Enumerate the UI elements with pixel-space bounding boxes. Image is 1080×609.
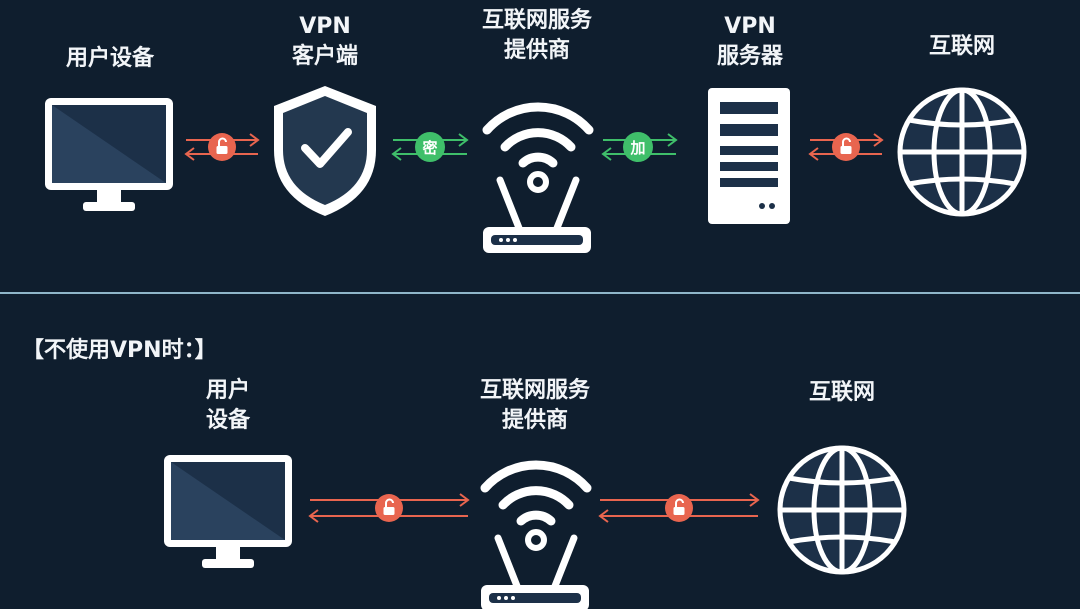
wifi-router-icon: [483, 107, 591, 253]
label-isp-bottom: 互联网服务 提供商: [480, 376, 590, 436]
unencrypted-link: [308, 493, 470, 523]
label-line: 服务器: [716, 44, 784, 69]
label-line: 提供商: [503, 38, 571, 63]
globe-icon: [780, 448, 904, 572]
label-vpn-server: VPN 服务器: [717, 12, 783, 72]
label-line: 设备: [205, 408, 251, 433]
label-user-device: 用户设备: [66, 44, 154, 74]
wifi-router-icon: [481, 465, 589, 609]
unlocked-padlock-icon: [207, 132, 237, 162]
encrypted-link: 加: [601, 132, 678, 162]
label-internet-bottom: 互联网: [809, 378, 875, 408]
unlocked-padlock-icon: [664, 493, 694, 523]
unlocked-padlock-icon: [831, 132, 861, 162]
label-line: 用户设备: [65, 46, 155, 71]
encrypt-badge-text: 密: [422, 139, 437, 157]
unencrypted-link: [184, 132, 260, 162]
label-line: VPN: [724, 14, 776, 39]
shield-check-icon: [274, 86, 376, 216]
label-user-device-bottom: 用户 设备: [206, 376, 250, 436]
label-line: 客户端: [291, 44, 359, 69]
encrypted-link: 密: [391, 132, 469, 162]
encrypt-badge: [623, 132, 653, 162]
globe-icon: [900, 90, 1024, 214]
label-vpn-client: VPN 客户端: [292, 12, 358, 72]
label-line: 互联网服务: [479, 378, 591, 403]
encrypt-badge-text: 加: [629, 139, 645, 157]
monitor-icon: [164, 455, 292, 568]
label-internet: 互联网: [929, 32, 995, 62]
label-isp: 互联网服务 提供商: [482, 6, 592, 66]
monitor-icon: [45, 98, 173, 211]
section-divider: [0, 292, 1080, 294]
unlocked-padlock-icon: [374, 493, 404, 523]
unencrypted-link: [808, 132, 884, 162]
label-line: 用户: [205, 378, 251, 403]
label-line: VPN: [299, 14, 351, 39]
unencrypted-link: [598, 493, 760, 523]
label-line: 互联网: [808, 380, 876, 405]
label-line: 提供商: [501, 408, 569, 433]
no-vpn-caption: 【不使用VPN时：】: [22, 338, 217, 363]
encrypt-badge: [415, 132, 445, 162]
label-line: 互联网服务: [481, 8, 593, 33]
label-line: 互联网: [928, 34, 996, 59]
server-icon: [708, 88, 790, 224]
